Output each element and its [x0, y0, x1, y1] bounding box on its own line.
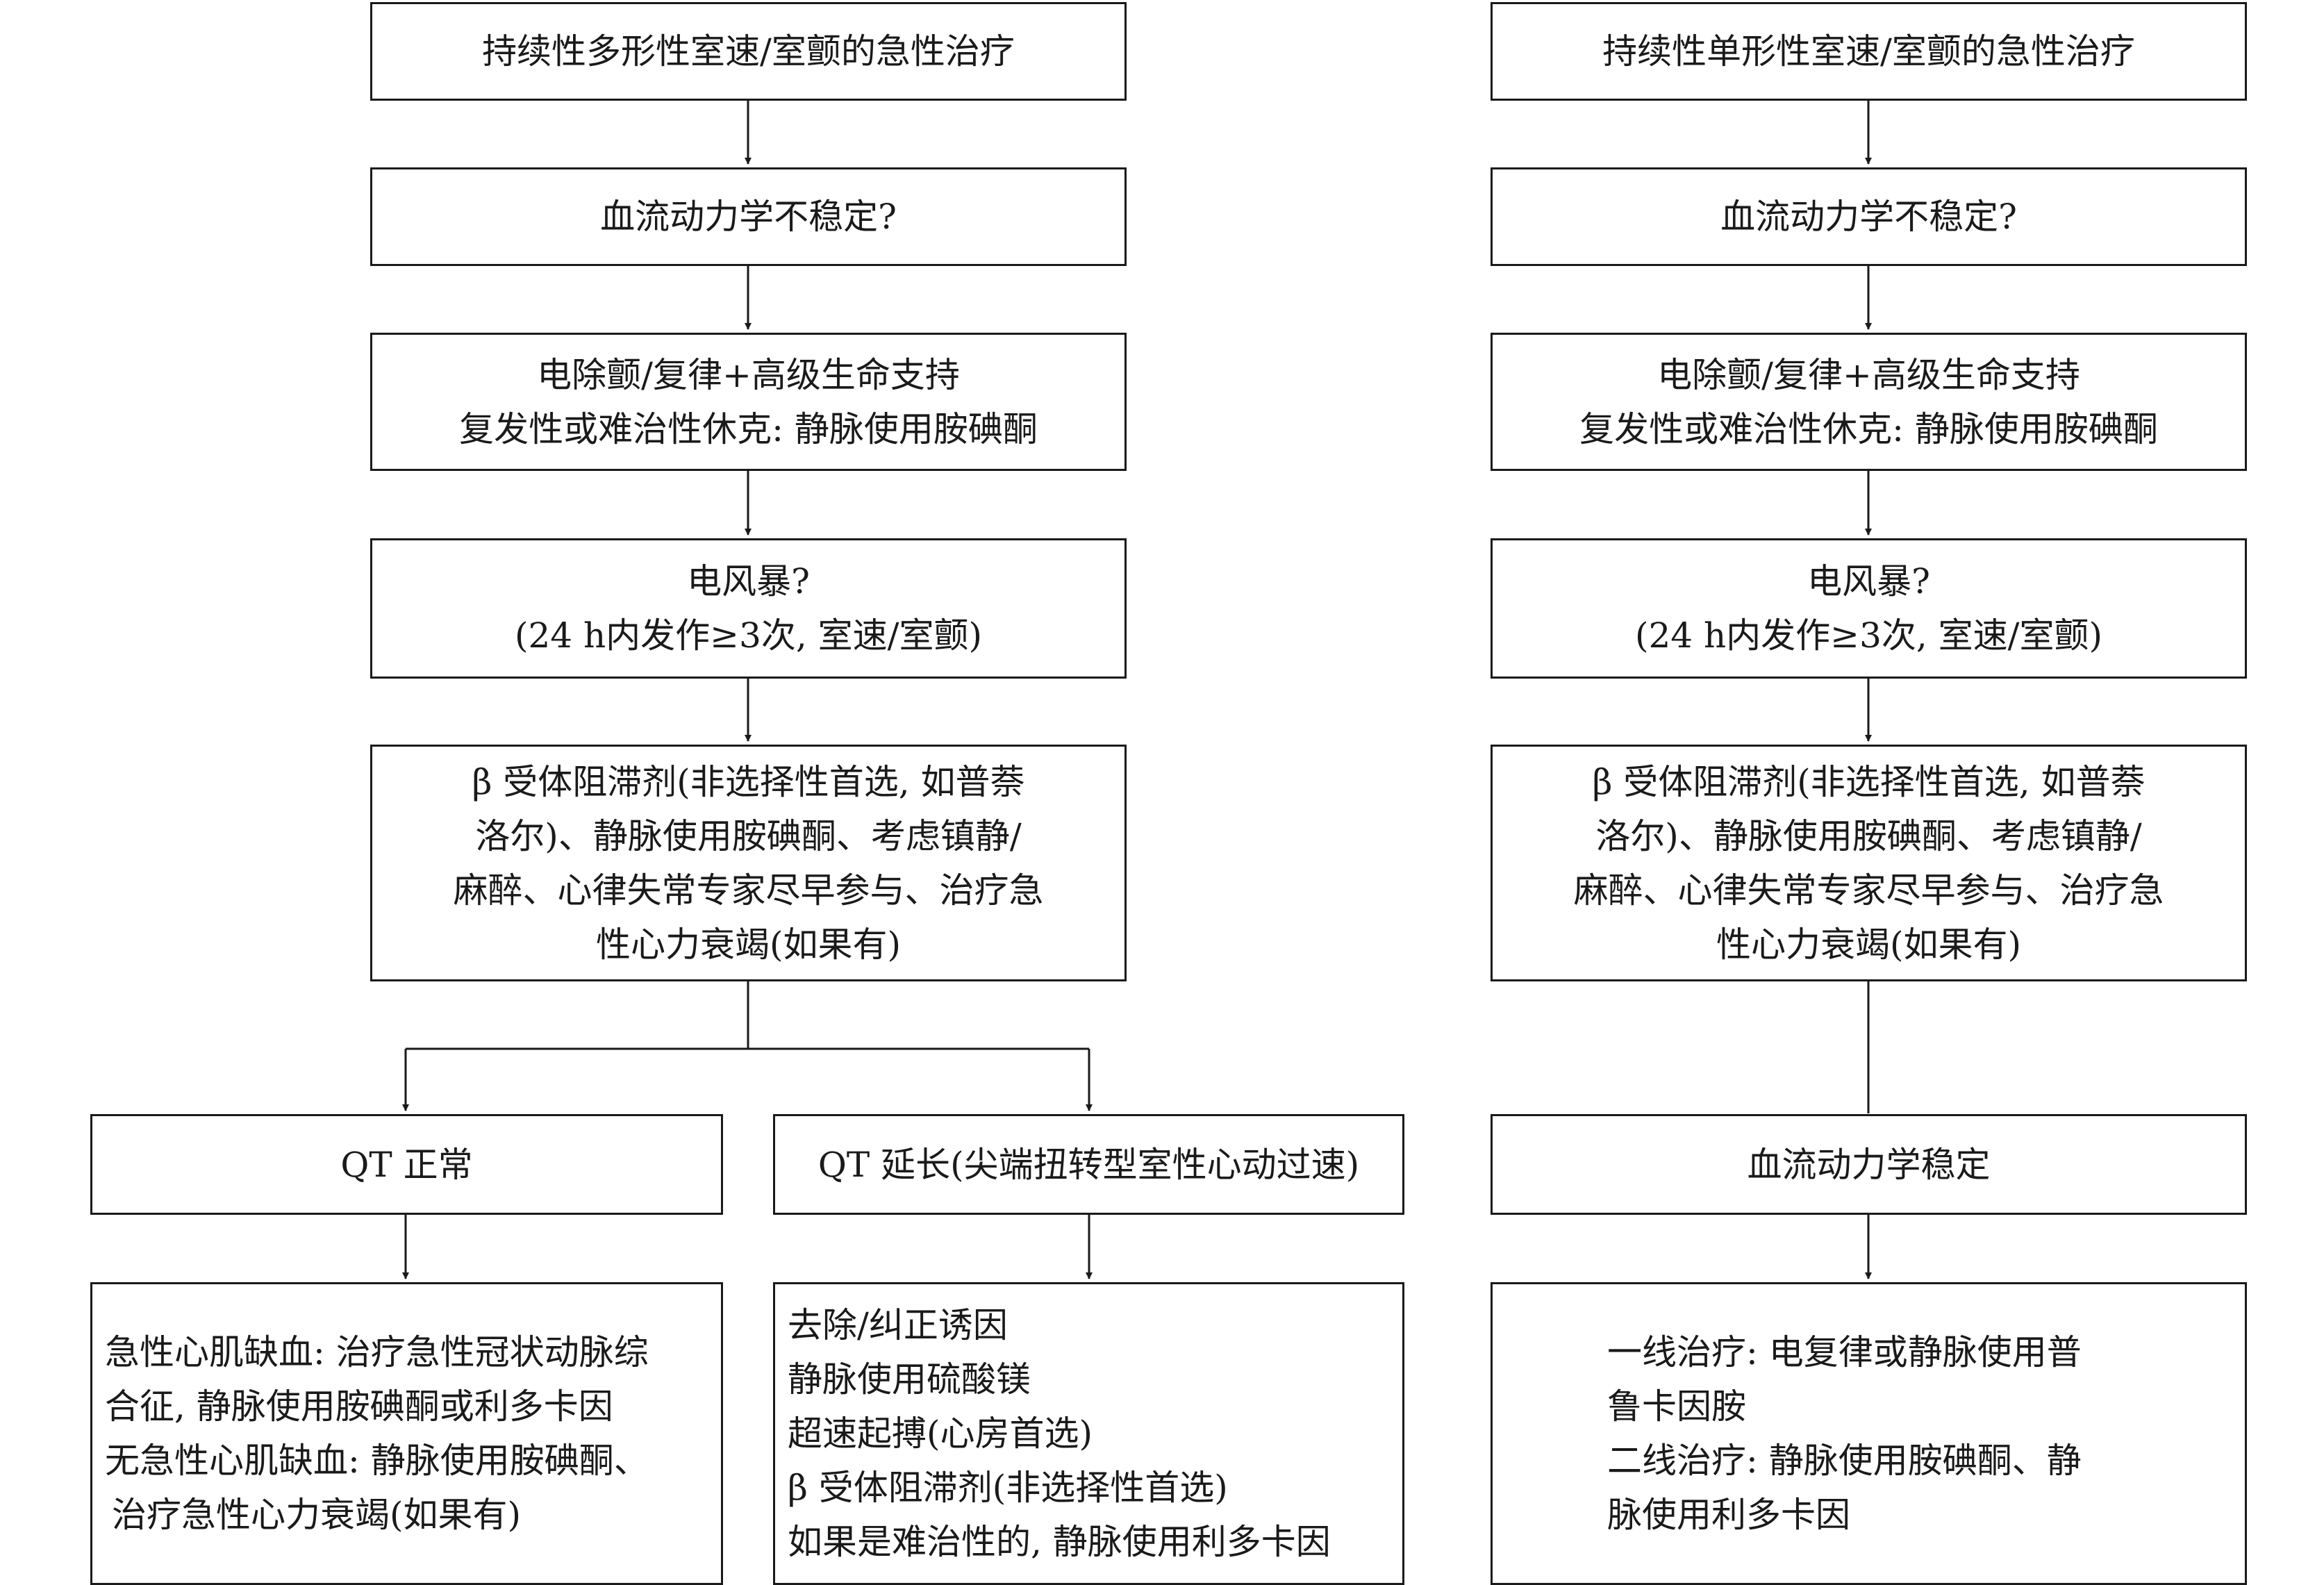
left-beta-blocker-box: β 受体阻滞剂(非选择性首选, 如普萘 洛尔)、静脉使用胺碘酮、考虑镇静/ 麻醉… [370, 745, 1127, 981]
right-storm-criteria: (24 h内发作≥3次, 室速/室颤) [1634, 615, 2103, 656]
left-defib-box: 电除颤/复律+高级生命支持 复发性或难治性休克: 静脉使用胺碘酮 [370, 333, 1127, 471]
left-beta-line-3: 麻醉、心律失常专家尽早参与、治疗急 [453, 870, 1044, 911]
right-title-box: 持续性单形性室速/室颤的急性治疗 [1491, 2, 2247, 101]
qt-prolonged-tx-line-1: 去除/纠正诱因 [788, 1305, 1008, 1345]
qt-prolonged-tx-line-4: β 受体阻滞剂(非选择性首选) [788, 1468, 1228, 1508]
right-stable-tx-line-4: 脉使用利多卡因 [1607, 1495, 1850, 1535]
left-hemo-unstable-question: 血流动力学不稳定? [600, 197, 897, 237]
left-hemo-unstable-box: 血流动力学不稳定? [370, 167, 1127, 266]
right-hemo-stable-label: 血流动力学稳定 [1747, 1144, 1991, 1185]
left-beta-line-4: 性心力衰竭(如果有) [595, 924, 901, 965]
right-defib-box: 电除颤/复律+高级生命支持 复发性或难治性休克: 静脉使用胺碘酮 [1491, 333, 2247, 471]
right-beta-line-2: 洛尔)、静脉使用胺碘酮、考虑镇静/ [1595, 815, 2142, 856]
right-storm-box: 电风暴? (24 h内发作≥3次, 室速/室颤) [1491, 538, 2247, 679]
qt-prolonged-label: QT 延长(尖端扭转型室性心动过速) [817, 1144, 1360, 1185]
qt-normal-tx-line-4: 治疗急性心力衰竭(如果有) [112, 1495, 522, 1535]
right-defib-line-1: 电除颤/复律+高级生命支持 [1657, 354, 2080, 395]
left-title-box: 持续性多形性室速/室颤的急性治疗 [370, 2, 1127, 101]
qt-prolonged-tx-line-2: 静脉使用硫酸镁 [788, 1359, 1031, 1400]
qt-normal-tx-line-1: 急性心肌缺血: 治疗急性冠状动脉综 [105, 1332, 649, 1372]
right-beta-blocker-box: β 受体阻滞剂(非选择性首选, 如普萘 洛尔)、静脉使用胺碘酮、考虑镇静/ 麻醉… [1491, 745, 2247, 981]
right-hemo-unstable-box: 血流动力学不稳定? [1491, 167, 2247, 266]
left-defib-line-2: 复发性或难治性休克: 静脉使用胺碘酮 [459, 408, 1038, 449]
left-defib-line-1: 电除颤/复律+高级生命支持 [537, 354, 960, 395]
left-storm-criteria: (24 h内发作≥3次, 室速/室颤) [514, 615, 983, 656]
right-storm-question: 电风暴? [1807, 561, 1930, 601]
qt-normal-label: QT 正常 [340, 1144, 473, 1185]
right-beta-line-4: 性心力衰竭(如果有) [1716, 924, 2021, 965]
left-storm-question: 电风暴? [687, 561, 810, 601]
qt-prolonged-tx-line-5: 如果是难治性的, 静脉使用利多卡因 [788, 1522, 1331, 1562]
qt-normal-tx-line-2: 合征, 静脉使用胺碘酮或利多卡因 [105, 1386, 613, 1427]
right-title: 持续性单形性室速/室颤的急性治疗 [1602, 31, 2135, 72]
right-stable-tx-line-1: 一线治疗: 电复律或静脉使用普 [1607, 1332, 2082, 1372]
right-defib-line-2: 复发性或难治性休克: 静脉使用胺碘酮 [1579, 408, 2158, 449]
qt-prolonged-tx-line-3: 超速起搏(心房首选) [788, 1413, 1093, 1454]
qt-normal-box: QT 正常 [90, 1114, 723, 1215]
left-storm-box: 电风暴? (24 h内发作≥3次, 室速/室颤) [370, 538, 1127, 679]
qt-prolonged-box: QT 延长(尖端扭转型室性心动过速) [773, 1114, 1404, 1215]
qt-normal-treatment-box: 急性心肌缺血: 治疗急性冠状动脉综 合征, 静脉使用胺碘酮或利多卡因 无急性心肌… [90, 1282, 723, 1585]
left-beta-line-2: 洛尔)、静脉使用胺碘酮、考虑镇静/ [475, 815, 1022, 856]
qt-normal-tx-line-3: 无急性心肌缺血: 静脉使用胺碘酮、 [105, 1441, 649, 1481]
right-hemo-unstable-question: 血流动力学不稳定? [1720, 197, 2017, 237]
left-beta-line-1: β 受体阻滞剂(非选择性首选, 如普萘 [472, 761, 1025, 802]
qt-prolonged-treatment-box: 去除/纠正诱因 静脉使用硫酸镁 超速起搏(心房首选) β 受体阻滞剂(非选择性首… [773, 1282, 1404, 1585]
right-stable-treatment-box: 一线治疗: 电复律或静脉使用普 鲁卡因胺 二线治疗: 静脉使用胺碘酮、静 脉使用… [1491, 1282, 2247, 1585]
right-stable-tx-line-2: 鲁卡因胺 [1607, 1386, 1746, 1427]
right-hemo-stable-box: 血流动力学稳定 [1491, 1114, 2247, 1215]
right-stable-tx-line-3: 二线治疗: 静脉使用胺碘酮、静 [1607, 1441, 2082, 1481]
left-title: 持续性多形性室速/室颤的急性治疗 [482, 31, 1015, 72]
right-beta-line-1: β 受体阻滞剂(非选择性首选, 如普萘 [1592, 761, 2145, 802]
right-beta-line-3: 麻醉、心律失常专家尽早参与、治疗急 [1573, 870, 2164, 911]
